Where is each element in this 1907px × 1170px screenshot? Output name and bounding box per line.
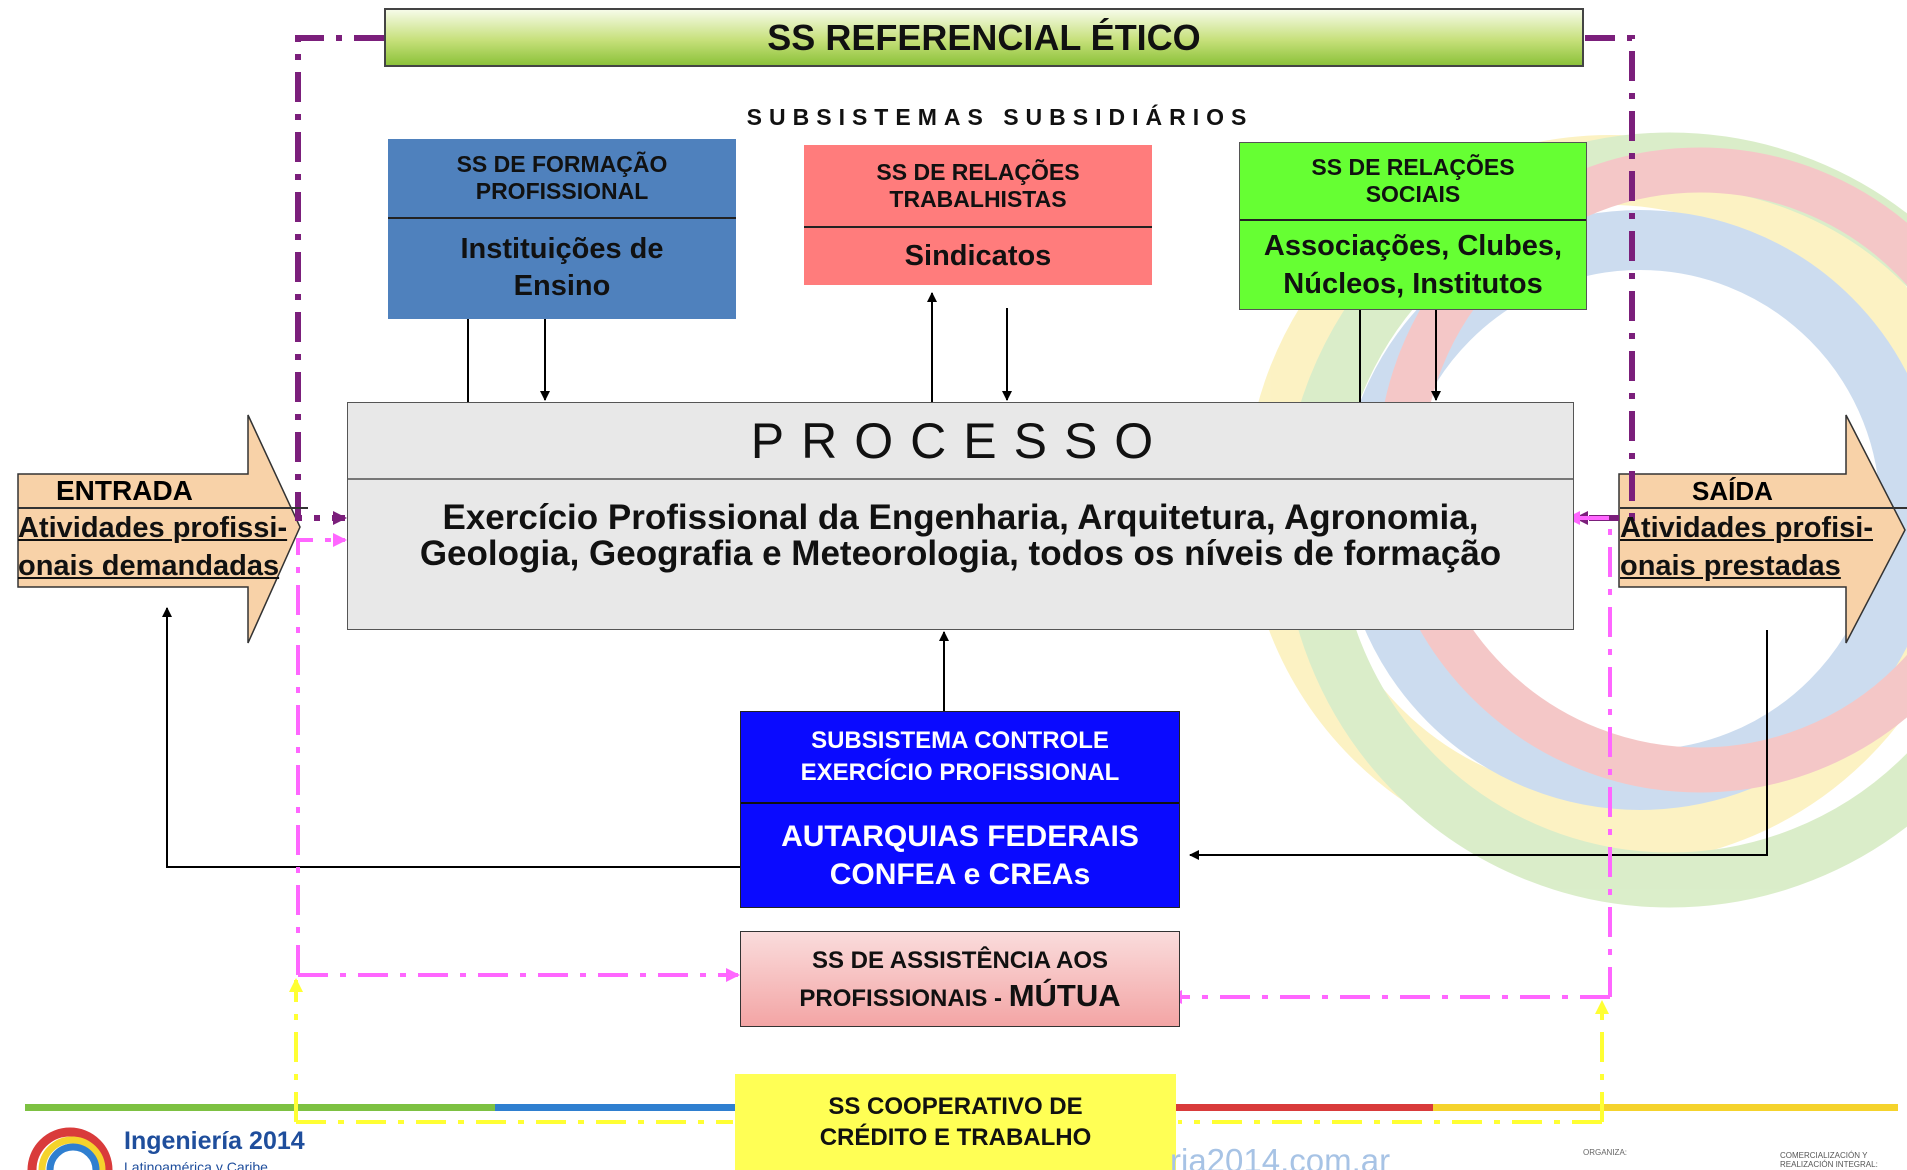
- mutua-line2-emph: MÚTUA: [1008, 977, 1121, 1013]
- mutua-line1: SS DE ASSISTÊNCIA AOS: [811, 946, 1109, 974]
- footer-logo-subtitle: Latinoamérica y Caribe: [124, 1159, 268, 1170]
- box-relacoes-trabalhistas: SS DE RELAÇÕES TRABALHISTAS Sindicatos: [804, 145, 1152, 285]
- trabalhistas-title: SS DE RELAÇÕES TRABALHISTAS: [804, 145, 1152, 228]
- controle-title: SUBSISTEMA CONTROLE EXERCÍCIO PROFISSION…: [741, 712, 1179, 804]
- saida-block: SAÍDA Atividades profisi- onais prestada…: [1620, 476, 1907, 585]
- subsystems-heading: SUBSISTEMAS SUBSIDIÁRIOS: [746, 104, 1254, 130]
- cooperative-loop: [289, 978, 1609, 1124]
- entrada-label: ENTRADA: [18, 474, 308, 509]
- footer-logo-title: Ingeniería 2014: [124, 1127, 305, 1155]
- formacao-title: SS DE FORMAÇÃO PROFISSIONAL: [388, 139, 736, 219]
- processo-body: Exercício Profissional da Engenharia, Ar…: [419, 498, 1502, 573]
- entrada-arrow-shape: [17, 414, 301, 644]
- trabalhistas-body: Sindicatos: [904, 240, 1052, 272]
- ethic-reference-label: SS REFERENCIAL ÉTICO: [767, 16, 1201, 58]
- entrada-block: ENTRADA Atividades profissi- onais deman…: [18, 474, 308, 585]
- processo-title: PROCESSO: [348, 403, 1573, 480]
- credito-label: SS COOPERATIVO DE CRÉDITO E TRABALHO: [819, 1093, 1092, 1151]
- sociais-body: Associações, Clubes, Núcleos, Institutos: [1263, 230, 1563, 300]
- footer-comercial: COMERCIALIZACIÓN Y REALIZACIÓN INTEGRAL:: [1780, 1151, 1878, 1169]
- box-assistencia-mutua: SS DE ASSISTÊNCIA AOS PROFISSIONAIS - MÚ…: [740, 931, 1180, 1027]
- saida-label: SAÍDA: [1620, 476, 1907, 509]
- box-cooperativo-credito: SS COOPERATIVO DE CRÉDITO E TRABALHO: [735, 1074, 1176, 1170]
- footer-website[interactable]: ria2014.com.ar: [1170, 1142, 1391, 1170]
- footer-organiza: ORGANIZA:: [1583, 1148, 1628, 1157]
- controle-body: AUTARQUIAS FEDERAIS CONFEA e CREAs: [781, 819, 1139, 891]
- ethic-reference-bar: SS REFERENCIAL ÉTICO: [384, 8, 1584, 67]
- box-processo: PROCESSO Exercício Profissional da Engen…: [347, 402, 1574, 630]
- entrada-desc: Atividades profissi- onais demandadas: [18, 512, 288, 582]
- mutua-line2: PROFISSIONAIS - MÚTUA: [799, 978, 1120, 1016]
- sociais-title: SS DE RELAÇÕES SOCIAIS: [1240, 143, 1586, 221]
- saida-arrow-shape: [1618, 414, 1906, 644]
- box-relacoes-sociais: SS DE RELAÇÕES SOCIAIS Associações, Club…: [1239, 142, 1587, 310]
- formacao-body: Instituições de Ensino: [460, 233, 664, 302]
- box-controle-exercicio: SUBSISTEMA CONTROLE EXERCÍCIO PROFISSION…: [740, 711, 1180, 908]
- box-formacao-profissional: SS DE FORMAÇÃO PROFISSIONAL Instituições…: [388, 139, 736, 319]
- saida-desc: Atividades profisi- onais prestadas: [1620, 512, 1873, 582]
- mutua-line2-prefix: PROFISSIONAIS -: [799, 984, 1009, 1012]
- assistance-loop: [296, 511, 1612, 1004]
- logo-icon: [27, 1127, 113, 1170]
